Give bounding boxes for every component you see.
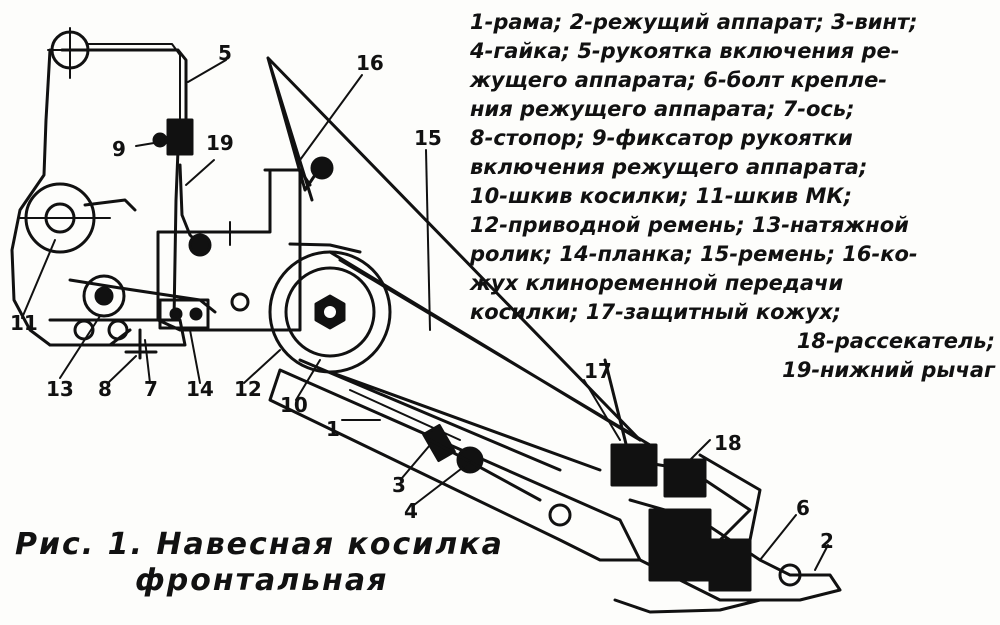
callout-2: 2 — [820, 529, 834, 553]
belt-12 — [298, 358, 602, 472]
guard-block — [610, 443, 658, 487]
callout-13: 13 — [46, 377, 74, 401]
leader-6 — [759, 514, 797, 561]
leader-10 — [295, 359, 321, 401]
leader-7 — [144, 339, 151, 384]
handle-fixator — [166, 118, 194, 156]
leader-14 — [189, 329, 201, 384]
callout-4: 4 — [404, 499, 418, 523]
legend-line: ния режущего аппарата; 7-ось; — [470, 97, 855, 121]
switch-handle-rod — [60, 48, 188, 322]
callout-7: 7 — [144, 377, 158, 401]
plank-bolt-2 — [189, 307, 203, 321]
leader-11 — [21, 239, 56, 319]
leader-3 — [401, 444, 431, 479]
callout-14: 14 — [186, 377, 214, 401]
callout-16: 16 — [356, 51, 384, 75]
fixator-bolt — [152, 132, 168, 148]
cover-bracket — [263, 168, 312, 187]
mower-pulley-inner — [284, 266, 376, 358]
figure-caption: Рис. 1. Навесная косилка фронтальная — [15, 527, 504, 599]
leader-17 — [583, 379, 621, 441]
leader-13 — [59, 315, 101, 379]
legend-line: 1-рама; 2-режущий аппарат; 3-винт; — [470, 10, 918, 34]
handle-rod-inner — [87, 43, 181, 131]
callout-5: 5 — [218, 41, 232, 65]
divider-block — [663, 458, 707, 498]
leader-15 — [425, 149, 431, 331]
divider-link — [698, 453, 762, 542]
callout-17: 17 — [584, 359, 612, 383]
legend-line: 18-рассекатель; — [796, 329, 995, 353]
callout-18: 18 — [714, 431, 742, 455]
tension-roller-hub — [94, 286, 114, 306]
callout-12: 12 — [234, 377, 262, 401]
lower-lever-pivot — [188, 233, 212, 257]
callout-8: 8 — [98, 377, 112, 401]
callout-15: 15 — [414, 126, 442, 150]
callout-3: 3 — [392, 473, 406, 497]
legend-line: включения режущего аппарата; — [470, 155, 868, 179]
cutter-head — [648, 508, 712, 582]
legend-line: 4-гайка; 5-рукоятка включения ре- — [470, 39, 900, 63]
legend-line: жущего аппарата; 6-болт крепле- — [470, 68, 888, 92]
cover-bolt — [310, 156, 334, 180]
mower-frame — [268, 368, 642, 562]
leader-16 — [299, 74, 363, 161]
legend-line: 10-шкив косилки; 11-шкив МК; — [470, 184, 852, 208]
cutter-bolt — [778, 563, 802, 587]
legend-line: 12-приводной ремень; 13-натяжной — [470, 213, 909, 237]
cutting-apparatus — [628, 498, 842, 602]
pulley-guard-top — [288, 242, 362, 254]
legend-line: ролик; 14-планка; 15-ремень; 16-ко- — [470, 242, 918, 266]
caption-line-1: Рис. 1. Навесная косилка — [15, 527, 504, 562]
legend-line: 19-нижний рычаг — [782, 358, 995, 382]
base-bolt-2 — [107, 319, 129, 341]
skid — [613, 598, 762, 614]
leader-18 — [689, 439, 711, 461]
leader-4 — [413, 461, 471, 506]
plank-bolt — [169, 307, 183, 321]
callout-11: 11 — [10, 311, 38, 335]
callout-6: 6 — [796, 496, 810, 520]
plank — [158, 298, 210, 330]
callout-10: 10 — [280, 393, 308, 417]
mount-bracket — [156, 168, 302, 332]
callout-1: 1 — [326, 417, 340, 441]
leader-9 — [135, 141, 161, 147]
legend-line: жух клиноременной передачи — [470, 271, 844, 295]
leader-2 — [814, 544, 829, 571]
parts-legend: 1-рама; 2-режущий аппарат; 3-винт; 4-гай… — [470, 8, 995, 385]
screw-bolt — [548, 503, 572, 527]
belt-15 — [328, 250, 652, 447]
callout-19: 19 — [206, 131, 234, 155]
caption-line-2: фронтальная — [135, 563, 389, 598]
bracket-bolt — [230, 292, 250, 312]
leader-19 — [185, 159, 215, 186]
screw-rod — [428, 438, 542, 502]
pulley-guard — [83, 198, 137, 212]
legend-line: косилки; 17-защитный кожух; — [470, 300, 842, 324]
legend-line: 8-стопор; 9-фиксатор рукоятки — [470, 126, 853, 150]
leader-8 — [107, 355, 137, 384]
leader-5 — [187, 59, 227, 83]
tension-arm — [68, 278, 217, 314]
screw — [422, 424, 456, 462]
tension-roller — [82, 274, 126, 318]
cutter-head-2 — [708, 538, 752, 592]
callout-9: 9 — [112, 137, 126, 161]
pulley-nut-hole — [324, 306, 336, 318]
leader-12 — [243, 349, 281, 384]
